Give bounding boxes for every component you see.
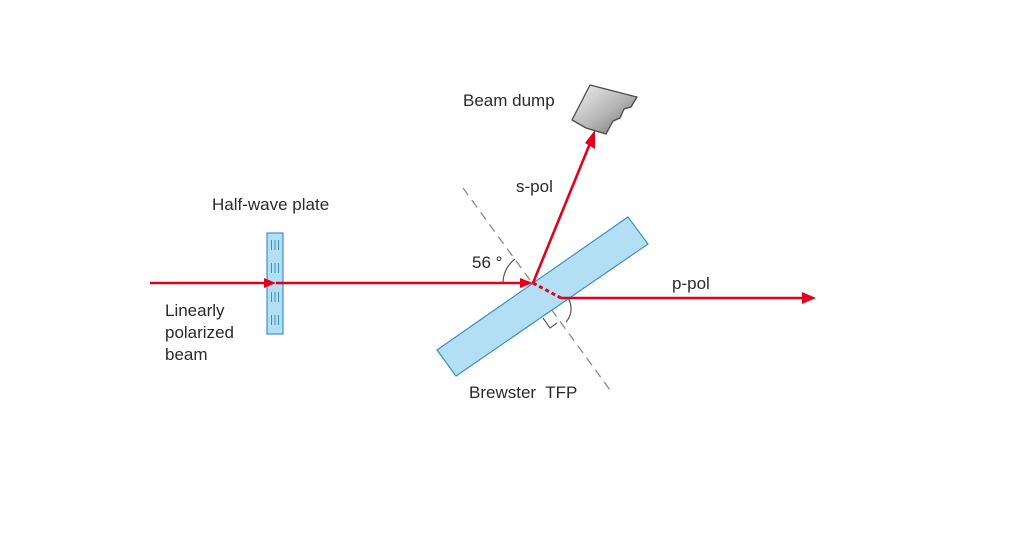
refracted-beam-dotted — [532, 281, 562, 300]
half-wave-plate-label: Half-wave plate — [212, 195, 329, 214]
right-angle-marker — [542, 317, 558, 329]
input-beam-label-line-2: polarized — [165, 323, 234, 342]
brewster-tfp-plate — [436, 216, 649, 377]
input-beam-arrowhead — [264, 278, 276, 288]
input-beam-label: Linearly polarized beam — [165, 301, 239, 364]
beam-dump-icon — [571, 84, 638, 135]
angle-label: 56 ° — [472, 253, 502, 272]
s-pol-arrowhead — [585, 130, 595, 149]
exit-angle-arc — [565, 297, 572, 323]
incident-beam-arrowhead — [520, 278, 533, 288]
s-pol-label: s-pol — [516, 177, 553, 196]
input-beam-label-line-1: Linearly — [165, 301, 225, 320]
input-beam-label-line-3: beam — [165, 345, 208, 364]
incidence-angle-arc — [502, 258, 516, 284]
s-pol-beam — [531, 140, 593, 284]
p-pol-arrowhead — [802, 292, 816, 304]
beam-dump-label: Beam dump — [463, 91, 555, 110]
p-pol-label: p-pol — [672, 274, 710, 293]
brewster-tfp-label: Brewster TFP — [469, 383, 577, 402]
